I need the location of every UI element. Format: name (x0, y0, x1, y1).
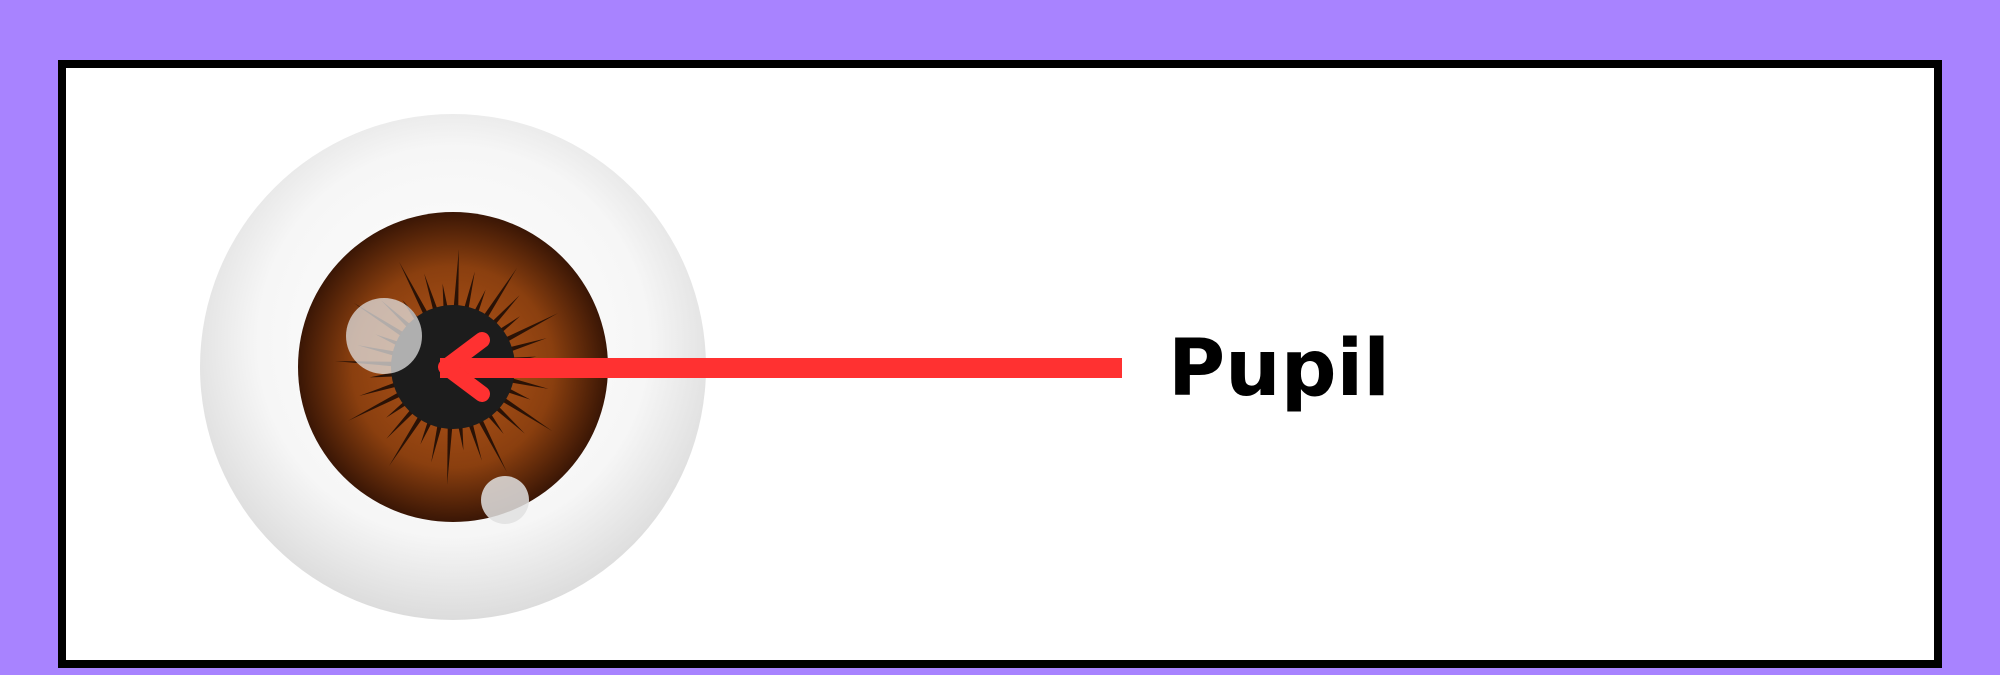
iris-fiber (480, 267, 518, 323)
highlight-small (481, 476, 529, 524)
highlight-large (346, 298, 422, 374)
pupil-arrow (438, 332, 1122, 402)
arrow-head (438, 332, 490, 402)
arrow-shaft (440, 358, 1122, 378)
iris-fiber (500, 313, 559, 345)
iris-fiber (497, 394, 553, 432)
iris-fiber (453, 249, 459, 313)
iris-fiber (466, 418, 482, 461)
iris-fiber (399, 261, 431, 320)
iris-fiber (347, 389, 406, 421)
iris-fiber (491, 402, 525, 434)
iris-fiber (462, 271, 475, 314)
iris-fiber (475, 414, 507, 473)
iris-fiber (359, 380, 402, 396)
iris-fiber (504, 338, 547, 354)
iris-fiber (431, 420, 444, 463)
iris-fiber (447, 421, 453, 485)
iris-fiber (506, 376, 549, 389)
iris-fiber (424, 273, 440, 316)
iris-fiber (386, 405, 418, 439)
iris-fiber (388, 411, 426, 467)
pupil-label: Pupil (1168, 324, 1390, 414)
iris-fiber (488, 295, 520, 329)
